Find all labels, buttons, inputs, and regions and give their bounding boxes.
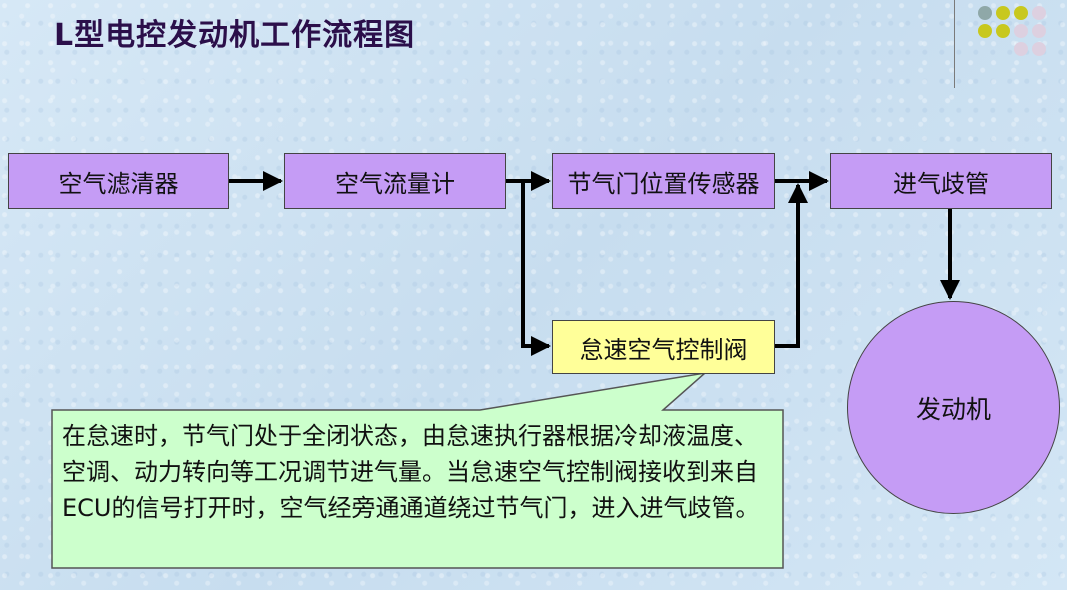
decorative-dot — [996, 6, 1010, 20]
node-air-flow-meter: 空气流量计 — [284, 153, 506, 209]
decorative-dot — [1032, 24, 1046, 38]
node-engine: 发动机 — [847, 301, 1060, 514]
node-air-filter: 空气滤清器 — [8, 153, 229, 209]
node-intake-manifold: 进气歧管 — [830, 153, 1052, 209]
arrow-meter-to-idle-valve — [521, 181, 551, 356]
node-idle-air-control-valve: 怠速空气控制阀 — [552, 320, 775, 374]
decorative-dots — [976, 4, 1056, 64]
decorative-dot — [1032, 42, 1046, 56]
decorative-dot — [1014, 42, 1028, 56]
decorative-dot — [978, 6, 992, 20]
callout-text: 在怠速时，节气门处于全闭状态，由怠速执行器根据冷却液温度、空调、动力转向等工况调… — [62, 422, 760, 522]
callout-bubble — [51, 371, 784, 569]
decorative-divider — [954, 0, 955, 88]
decorative-dot — [978, 24, 992, 38]
decorative-dot — [996, 24, 1010, 38]
page-title: L型电控发动机工作流程图 — [54, 18, 416, 53]
decorative-dot — [1032, 6, 1046, 20]
decorative-dot — [1014, 6, 1028, 20]
arrow-idle-valve-to-manifold — [775, 183, 808, 348]
decorative-dot — [1014, 24, 1028, 38]
node-throttle-position-sensor: 节气门位置传感器 — [552, 153, 775, 209]
